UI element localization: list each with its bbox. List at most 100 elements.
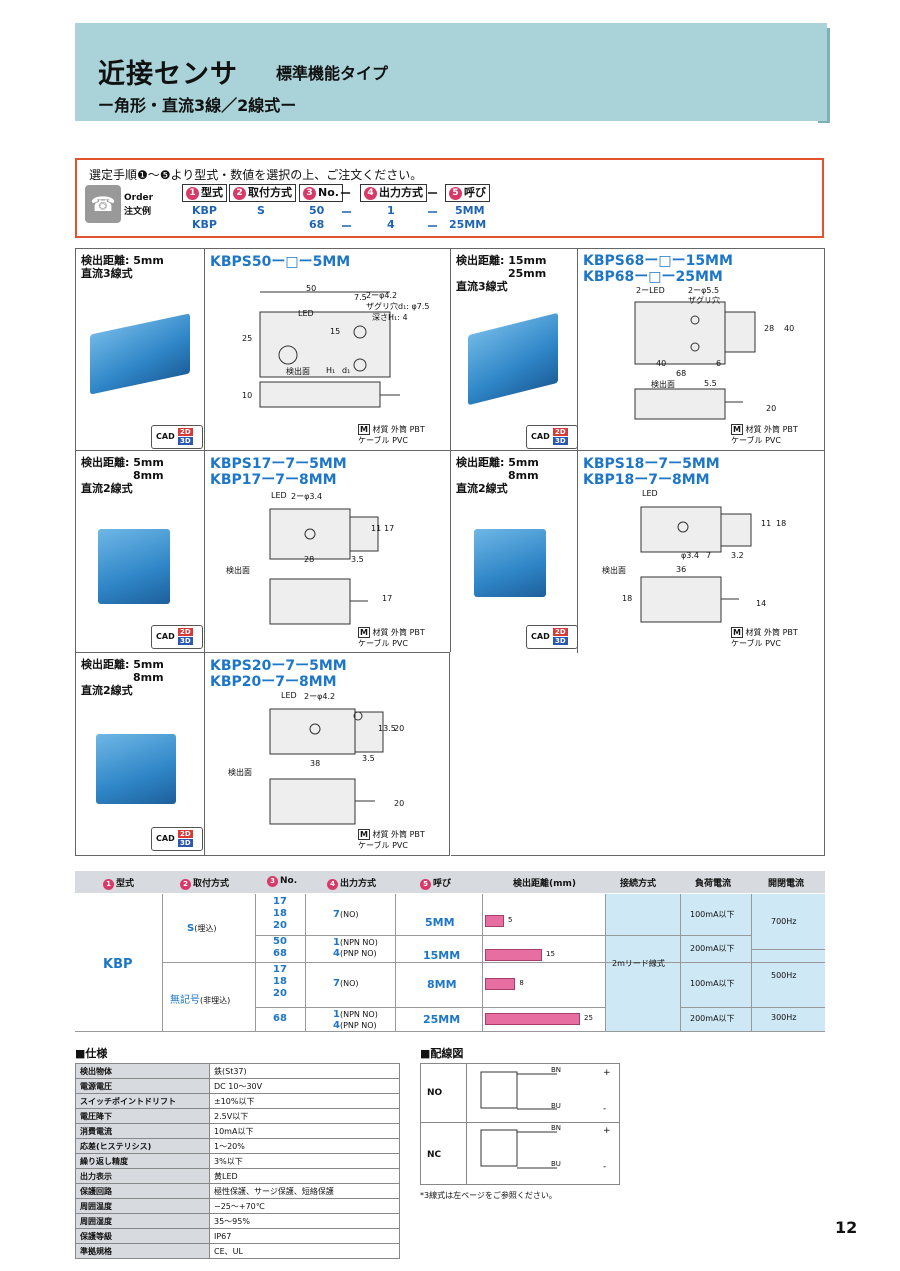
dim-label: 2ーφ3.4	[291, 492, 323, 501]
spec-value: 35～95%	[209, 1213, 400, 1229]
divider	[76, 652, 450, 653]
table-size: 5MM	[425, 916, 455, 929]
product-model: KBPS50ー□ー5MM	[210, 254, 351, 270]
product-photo	[474, 529, 546, 597]
dim-label: φ3.4	[681, 551, 699, 560]
table-out: 1(NPN NO) 4(PNP NO)	[333, 937, 378, 959]
dim-label: 2ーLED	[636, 286, 665, 295]
dim-label: 28	[764, 324, 775, 333]
spec-row: 保護回路極性保護、サージ保護、短絡保護	[75, 1183, 400, 1199]
terminal-minus: -	[603, 1162, 607, 1172]
spec-key: 消費電流	[75, 1123, 210, 1139]
dim-label: 11	[371, 524, 382, 533]
distance-bar	[485, 915, 504, 927]
dim-label: ザグリ穴	[688, 296, 720, 305]
table-size: 8MM	[427, 978, 457, 991]
divider	[577, 249, 578, 653]
wire-bu: BU	[551, 1160, 561, 1168]
dim-label: 検出面	[286, 367, 310, 376]
spec-row: 出力表示黄LED	[75, 1168, 400, 1184]
spec-key: 検出物体	[75, 1063, 210, 1079]
order-value: S	[257, 204, 265, 217]
spec-value: 極性保護、サージ保護、短絡保護	[209, 1183, 400, 1199]
dim-label: ザグリ穴d₁: φ7.5	[366, 302, 430, 311]
distance-label: 15	[546, 950, 555, 958]
dim-label: 20	[394, 724, 405, 733]
order-dash: ー	[340, 187, 351, 200]
order-value: ー	[427, 220, 438, 233]
order-lead: 選定手順❶～❺より型式・数値を選択の上、ご注文ください。	[89, 168, 423, 182]
spec-value: −25～+70℃	[209, 1198, 400, 1214]
dim-label: 深さH₁: 4	[372, 313, 408, 322]
table-load: 200mA以下	[690, 1014, 735, 1023]
wire-bn: BN	[551, 1066, 562, 1074]
order-value: 25MM	[449, 218, 487, 231]
dim-label: LED	[281, 691, 297, 700]
dim-label: d₁	[342, 366, 351, 375]
table-out: 7(NO)	[333, 978, 359, 989]
spec-row: スイッチポイントドリフト±10%以下	[75, 1093, 400, 1109]
dimension-drawing	[269, 708, 384, 825]
dim-label: 38	[310, 759, 321, 768]
spec-value: CE、UL	[209, 1243, 400, 1259]
product-photo	[98, 529, 170, 604]
dim-label: 20	[766, 404, 777, 413]
dim-label: 18	[622, 594, 633, 603]
product-photo	[468, 312, 558, 406]
dim-label: 3.2	[731, 551, 744, 560]
spec-key: 応差(ヒステリシス)	[75, 1138, 210, 1154]
table-mount-s: S(埋込)	[187, 923, 217, 934]
spec-value: 2.5V以下	[209, 1108, 400, 1124]
spec-row: 検出物体鉄(St37)	[75, 1063, 400, 1079]
dim-label: 68	[676, 369, 687, 378]
table-load: 100mA以下	[690, 910, 735, 919]
order-value: ー	[341, 220, 352, 233]
spec-value: IP67	[209, 1228, 400, 1244]
table-nos: 68	[273, 1013, 287, 1024]
product-photo	[90, 313, 190, 395]
page-title: 近接センサ	[98, 59, 238, 90]
dim-label: 17	[384, 524, 395, 533]
distance-label: 5	[508, 916, 513, 924]
dim-label: 15	[330, 327, 341, 336]
spec-key: 保護等級	[75, 1228, 210, 1244]
dim-label: 10	[242, 391, 253, 400]
distance-label: 25	[584, 1014, 593, 1022]
distance-label: 8	[519, 979, 524, 987]
dim-label: 50	[306, 284, 317, 293]
spec-key: 準拠規格	[75, 1243, 210, 1259]
table-type: KBP	[103, 957, 133, 972]
dim-label: 18	[776, 519, 787, 528]
distance-bar	[485, 949, 542, 961]
dim-label: H₁	[326, 366, 336, 375]
specs-title: ■仕様	[75, 1047, 108, 1060]
dim-label: 36	[676, 565, 687, 574]
table-load: 200mA以下	[690, 944, 735, 953]
spec-row: 応差(ヒステリシス)1～20%	[75, 1138, 400, 1154]
spec-key: 保護回路	[75, 1183, 210, 1199]
spec-value: 黄LED	[209, 1168, 400, 1184]
dim-label: 2ーφ5.5	[688, 286, 720, 295]
dim-label: 3.5	[362, 754, 375, 763]
